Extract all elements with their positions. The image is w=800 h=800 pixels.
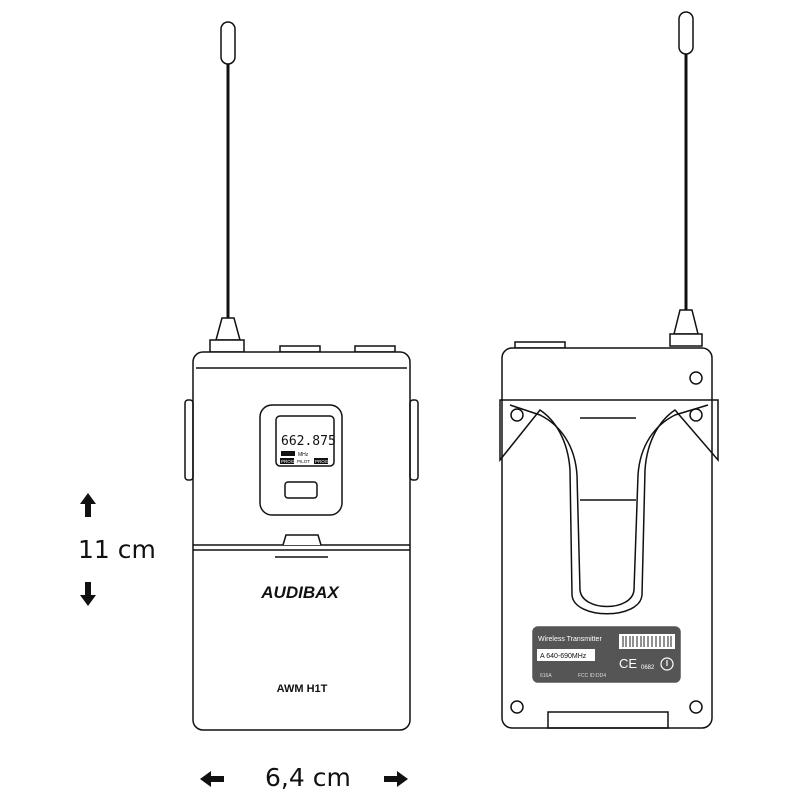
- front-antenna-base: [215, 317, 241, 341]
- width-dimension: 6,4 cm: [265, 763, 351, 792]
- lcd-screen: [275, 415, 335, 467]
- dimension-arrows: [80, 493, 408, 787]
- label-code: 616A: [540, 673, 552, 679]
- display-panel: [259, 404, 343, 516]
- model-name: AWM H1T: [277, 683, 328, 695]
- arrow-down-icon: [80, 582, 96, 606]
- arrow-left-icon: [200, 771, 224, 787]
- brand-logo: AUDIBAX: [260, 583, 340, 602]
- front-view: [184, 21, 419, 731]
- caution-icon: [660, 657, 674, 671]
- lcd-label-pilot: PILOT: [297, 459, 310, 464]
- back-view: [499, 11, 719, 729]
- height-dimension: 11 cm: [78, 535, 156, 564]
- front-antenna-tip: [220, 21, 236, 65]
- label-title: Wireless Transmitter: [538, 636, 602, 643]
- ce-mark: CE: [619, 656, 637, 671]
- back-antenna-tip: [678, 11, 694, 55]
- lcd-frequency: 662.875: [281, 434, 336, 449]
- lcd-unit: MHz: [298, 452, 309, 458]
- front-button: [284, 481, 318, 499]
- notified-body-number: 0682: [641, 665, 655, 671]
- back-antenna-base: [673, 309, 699, 335]
- barcode: [619, 634, 675, 649]
- frequency-band: A 640-690MHz: [540, 653, 587, 660]
- arrow-right-icon: [384, 771, 408, 787]
- fcc-id: FCC ID:DD4: [578, 673, 606, 679]
- lcd-label-prog-2: PROG: [315, 459, 329, 464]
- lcd-label-prog: PROG: [281, 459, 295, 464]
- arrow-up-icon: [80, 493, 96, 517]
